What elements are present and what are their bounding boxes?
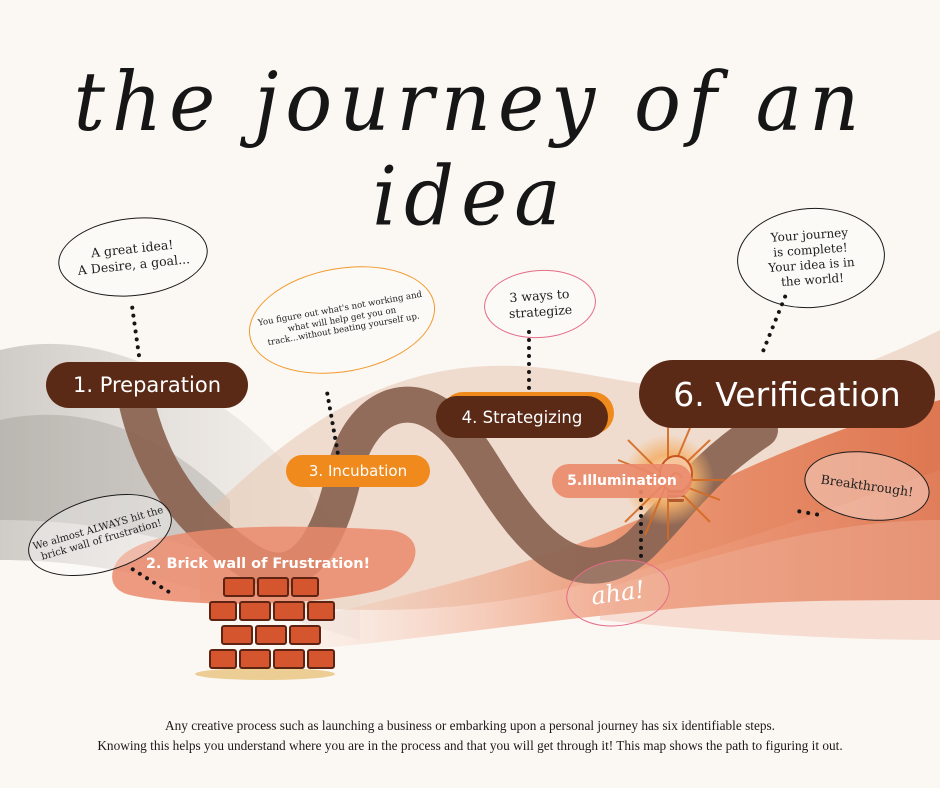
stage-brick-wall: 2. Brick wall of Frustration! (145, 556, 371, 572)
footer-line-2: Knowing this helps you understand where … (97, 738, 843, 753)
page-title: the journey of an idea (73, 55, 867, 245)
bubble-breakthrough-text: Breakthrough! (819, 471, 915, 500)
stage-preparation: 1. Preparation (46, 362, 248, 408)
stage-incubation: 3. Incubation (286, 455, 430, 487)
bubble-incubation-text: You figure out what's not working and wh… (257, 289, 423, 349)
bubble-great-idea-text: A great idea! A Desire, a goal... (77, 237, 191, 278)
stage-verification: 6. Verification (639, 360, 935, 428)
brick-wall-icon (209, 577, 335, 669)
bubble-complete-text: Your journey is complete! Your idea is i… (767, 225, 856, 290)
orange-wave (300, 400, 940, 650)
connector-dots (639, 490, 643, 558)
stage-illumination: 5.Illumination (552, 464, 692, 498)
salmon-splash (112, 526, 416, 604)
stage-strategizing: 4. Strategizing (436, 396, 608, 438)
bubble-aha-text: aha! (589, 575, 647, 611)
connector-dots (527, 330, 531, 390)
footer-text: Any creative process such as launching a… (0, 716, 940, 756)
footer-line-1: Any creative process such as launching a… (164, 718, 776, 733)
bubble-strategize-text: 3 ways to strategize (508, 286, 573, 322)
